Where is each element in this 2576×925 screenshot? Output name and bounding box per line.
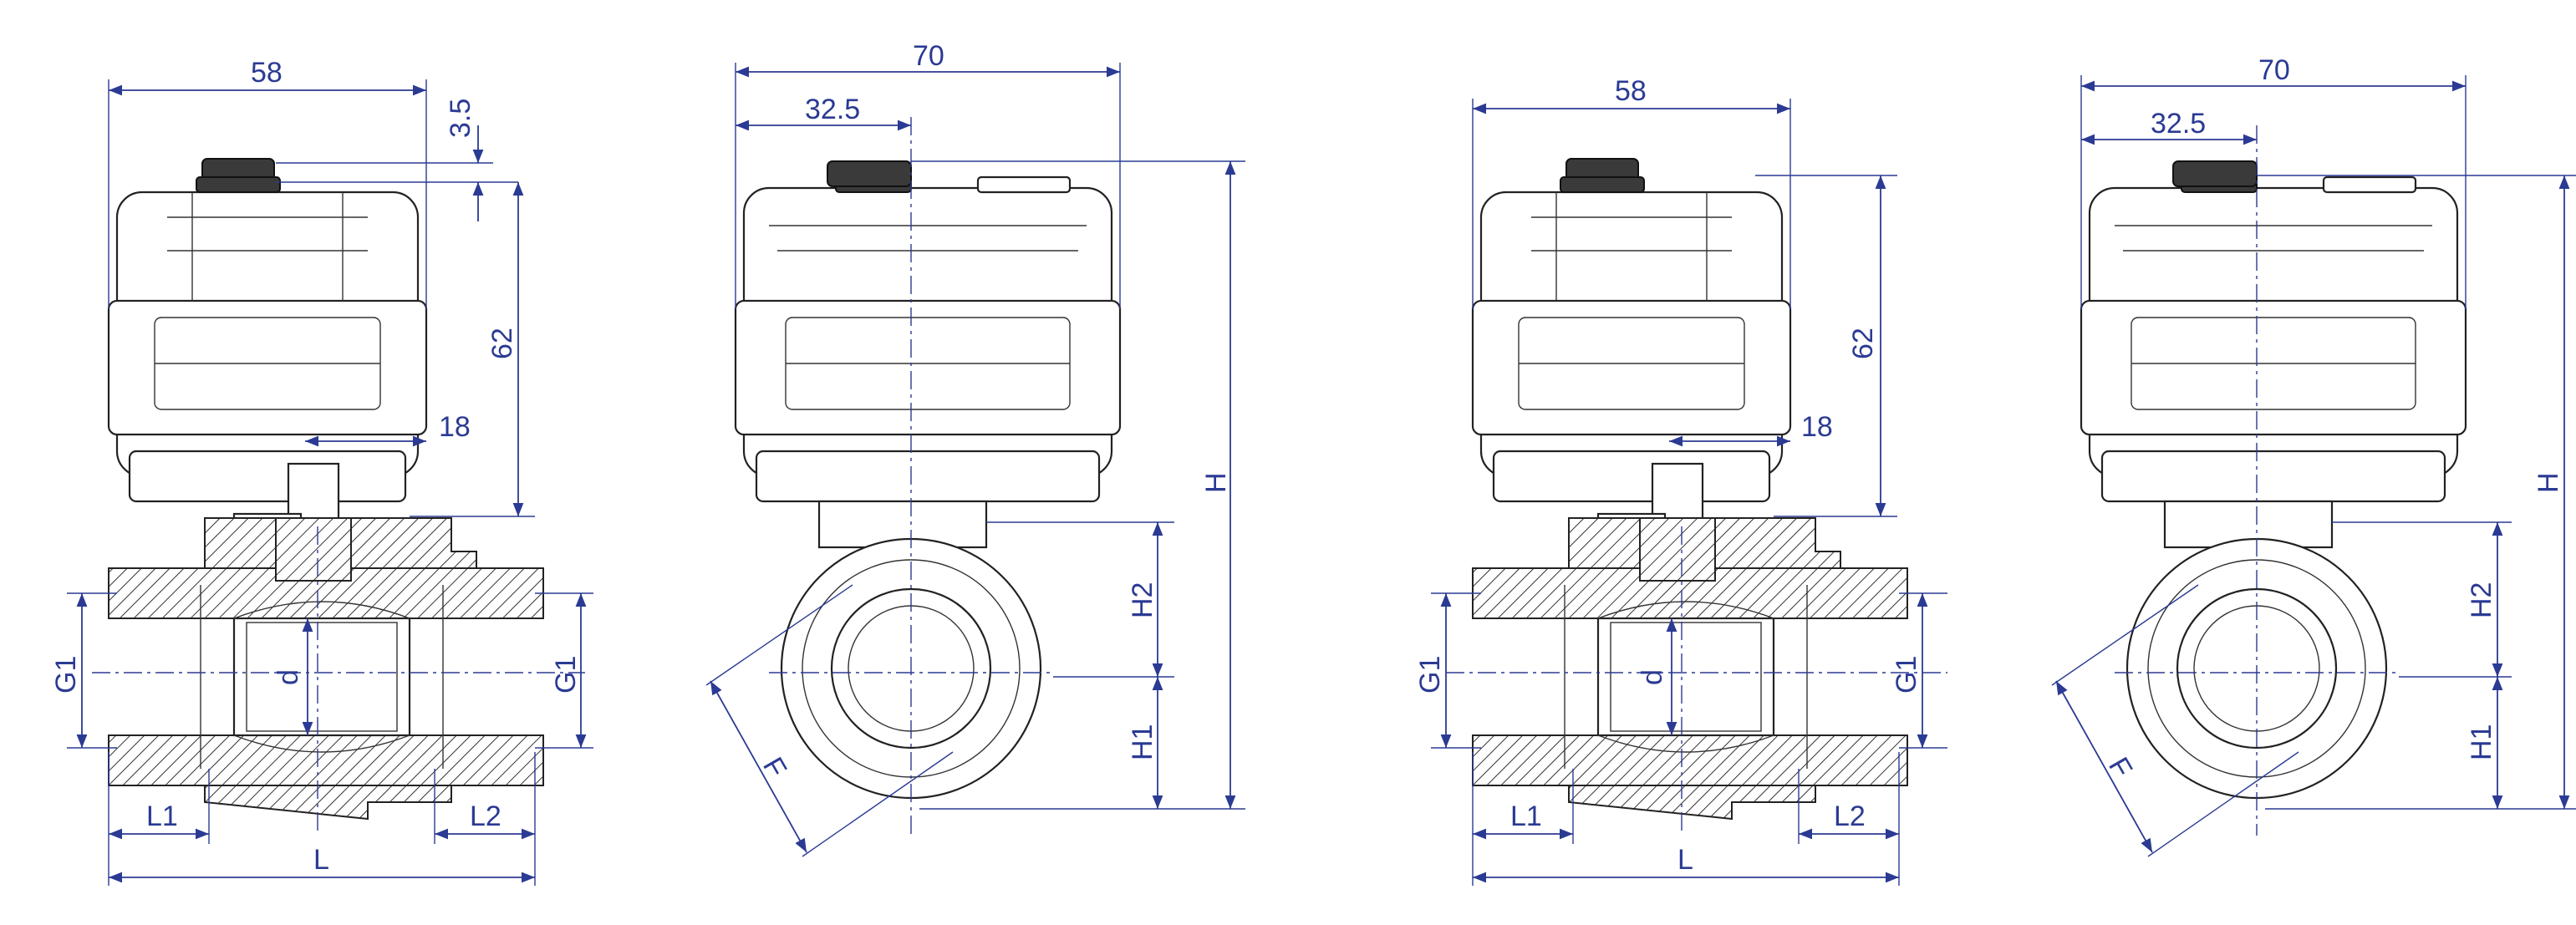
dim-70-b: 70: [2258, 54, 2290, 86]
dim-d: d: [272, 669, 304, 685]
dim-l2: L2: [470, 800, 501, 832]
dim-h2-b: H2: [2466, 582, 2497, 618]
dim-l1-b: L1: [1510, 800, 1542, 832]
dim-18: 18: [439, 411, 471, 443]
dim-g1-right: G1: [550, 656, 582, 694]
dim-l1: L1: [146, 800, 178, 832]
dim-d-b: d: [1637, 669, 1668, 685]
dim-h: H: [1200, 472, 1232, 493]
dim-18-b: 18: [1801, 411, 1833, 443]
dim-3-5: 3.5: [445, 99, 476, 138]
dim-l-b: L: [1677, 844, 1693, 876]
dim-58-b: 58: [1615, 75, 1647, 107]
dim-g1-left-b: G1: [1414, 656, 1446, 694]
dim-f: F: [756, 752, 792, 783]
dim-70: 70: [913, 40, 944, 72]
dim-62: 62: [486, 328, 518, 359]
view-2-side: 70 32.5 H H2 H1 F: [705, 40, 1245, 857]
view-4-side: 70 32.5 H H2 H1 F: [2051, 54, 2576, 857]
dim-h-b: H: [2533, 472, 2564, 493]
dim-g1-right-b: G1: [1891, 656, 1922, 694]
view-1-front-section: 58 3.5 62 18 G1 G1 d L1 L2: [50, 57, 593, 886]
dim-l: L: [313, 844, 329, 876]
dim-62-b: 62: [1847, 328, 1879, 359]
dim-h1-b: H1: [2466, 724, 2497, 760]
dim-58: 58: [251, 57, 283, 89]
dim-32-5-b: 32.5: [2151, 108, 2206, 140]
dim-h1: H1: [1127, 724, 1158, 760]
dim-h2: H2: [1127, 582, 1158, 618]
dim-g1-left: G1: [50, 656, 82, 694]
dim-l2-b: L2: [1834, 800, 1866, 832]
dim-32-5: 32.5: [805, 94, 860, 125]
view-3-front-section: 58 62 18 G1 G1 d L1 L2 L: [1414, 75, 1947, 886]
dim-f-b: F: [2102, 752, 2138, 783]
